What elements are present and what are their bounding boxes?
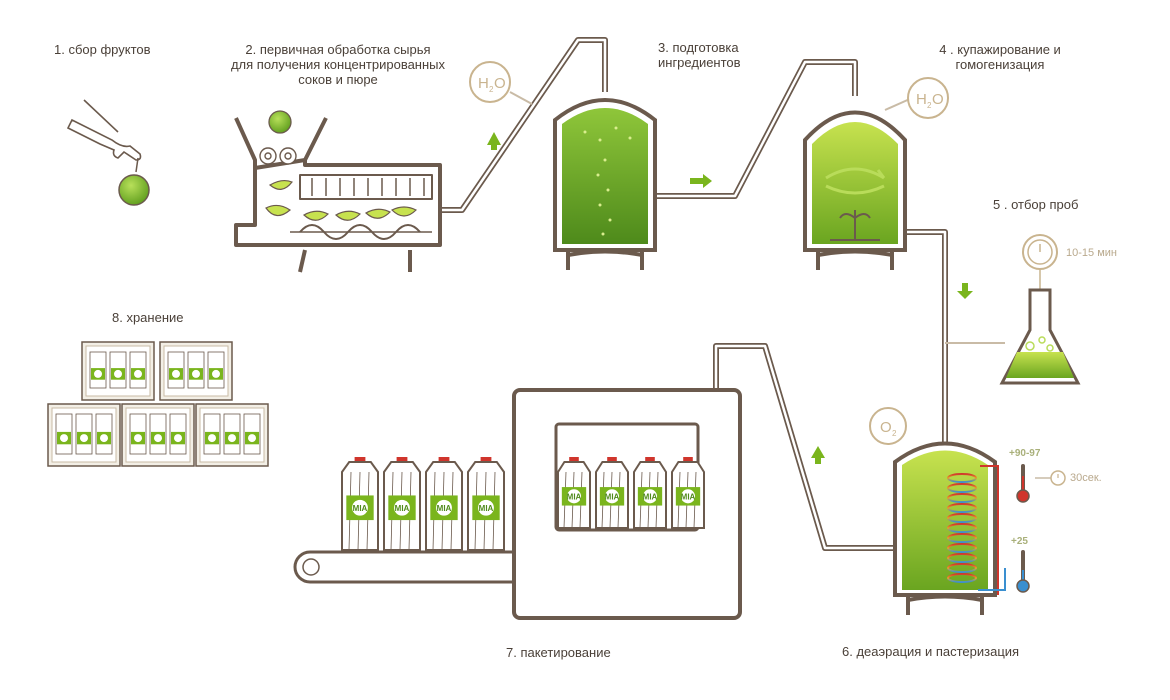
step-2-line-2: для получения концентрированных — [230, 57, 446, 72]
step-2-line-1: 2. первичная обработка сырья — [245, 42, 431, 57]
brand-logo-text: MIA — [437, 504, 452, 513]
brand-logo-text: MIA — [643, 492, 658, 501]
mixer-icon — [830, 210, 880, 241]
brand-logo-text: MIA — [567, 492, 582, 501]
svg-text:H: H — [478, 75, 489, 92]
svg-text:O: O — [880, 419, 892, 436]
thermometer-cold-icon — [1016, 550, 1030, 593]
step-4-line-2: гомогенизация — [955, 57, 1045, 72]
pipes — [440, 37, 948, 551]
svg-text:O: O — [932, 91, 944, 108]
step-5-label: 5 . отбор проб — [993, 197, 1079, 212]
brand-logo-text: MIA — [395, 504, 410, 513]
brand-logo-text: MIA — [479, 504, 494, 513]
apple-icon — [118, 174, 150, 206]
juice-carton-icon: MIA — [633, 457, 667, 529]
flow-arrows — [487, 132, 973, 464]
step-3-label: 3. подготовка ингредиентов — [658, 40, 741, 70]
blending-tank — [803, 110, 907, 270]
pasteurization-tank — [893, 441, 1006, 615]
hot-temperature: +90-97 — [1009, 448, 1041, 459]
machine-internals — [311, 178, 425, 196]
cartons-in-machine: MIA MIA MIA MIA — [557, 457, 705, 529]
cold-temperature: +25 — [1011, 536, 1028, 547]
storage-box-icon — [159, 341, 233, 401]
juice-carton-icon: MIA — [467, 457, 505, 551]
svg-text:H: H — [916, 91, 927, 108]
heating-coil — [947, 473, 977, 583]
ingredient-tank — [553, 98, 657, 270]
storage-box-icon — [81, 341, 155, 401]
juice-carton-icon: MIA — [671, 457, 705, 529]
juice-carton-icon: MIA — [425, 457, 463, 551]
mixing-arrows-icon — [825, 167, 886, 195]
juice-carton-icon: MIA — [595, 457, 629, 529]
pasteurization-time-note: 30сек. — [1070, 472, 1102, 484]
apple-icon — [268, 110, 292, 134]
arrow-icon — [811, 446, 825, 464]
storage-box-icon — [47, 403, 121, 467]
hand-picking-fruit — [66, 99, 150, 206]
step-2-label: 2. первичная обработка сырья для получен… — [208, 42, 468, 87]
clock-icon — [1035, 470, 1066, 486]
svg-text:2: 2 — [892, 429, 897, 438]
storage-box-icon — [121, 403, 195, 467]
sampling-time-note: 10-15 мин — [1066, 247, 1117, 259]
step-2-line-3: соков и пюре — [298, 72, 378, 87]
step-3-line-2: ингредиентов — [658, 55, 741, 70]
primary-processing-machine — [234, 117, 442, 273]
svg-text:2: 2 — [927, 101, 932, 110]
timer-icon — [1022, 234, 1058, 290]
water-branch-1 — [509, 91, 533, 105]
step-1-label: 1. сбор фруктов — [54, 42, 151, 57]
water-badge: H 2 O — [907, 77, 949, 119]
step-3-line-1: 3. подготовка — [658, 40, 739, 55]
svg-text:O: O — [494, 75, 506, 92]
brand-logo-text: MIA — [605, 492, 620, 501]
thermometer-hot-icon — [1016, 464, 1030, 503]
arrow-icon — [957, 283, 973, 299]
arrow-icon — [690, 174, 712, 188]
svg-text:2: 2 — [489, 85, 494, 94]
step-7-label: 7. пакетирование — [506, 645, 611, 660]
step-4-label: 4 . купажирование и гомогенизация — [920, 42, 1080, 72]
gear-icon — [302, 558, 320, 576]
sample-flask-icon — [999, 288, 1081, 385]
storage-box-icon — [195, 403, 269, 467]
juice-carton-icon: MIA — [341, 457, 379, 551]
juice-carton-icon: MIA — [383, 457, 421, 551]
arrow-icon — [487, 132, 501, 150]
gear-icon — [259, 147, 297, 165]
oxygen-badge: O 2 — [869, 407, 907, 445]
brand-logo-text: MIA — [353, 504, 368, 513]
storage-boxes — [47, 341, 269, 467]
apple-slices — [265, 179, 418, 221]
step-6-label: 6. деаэрация и пастеризация — [842, 644, 1020, 659]
conveyor-belt — [293, 550, 514, 584]
step-8-label: 8. хранение — [112, 310, 184, 325]
juice-carton-icon: MIA — [557, 457, 591, 529]
cartons-on-conveyor: MIA MIA MIA MIA — [341, 457, 505, 551]
water-badge: H 2 O — [469, 61, 511, 103]
brand-logo-text: MIA — [681, 492, 696, 501]
step-4-line-1: 4 . купажирование и — [939, 42, 1061, 57]
